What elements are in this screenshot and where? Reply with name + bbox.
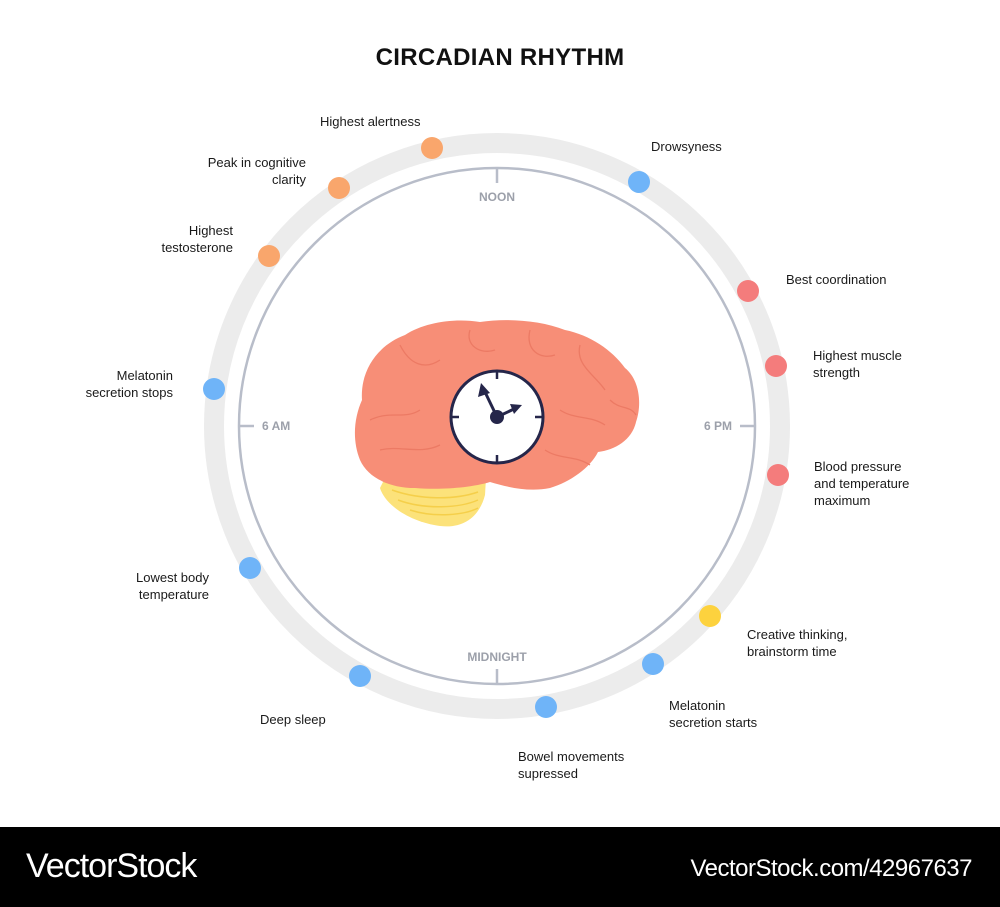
label-drowsyness: Drowsyness <box>651 138 722 155</box>
label-line: Melatonin <box>116 368 173 383</box>
dot-highest-alertness <box>421 137 443 159</box>
label-line: secretion starts <box>669 715 758 730</box>
dot-melatonin-starts <box>642 653 664 675</box>
label-lowest-body-temperature: Lowest body temperature <box>136 569 209 603</box>
dot-creative-thinking <box>699 605 721 627</box>
label-line: Lowest body <box>136 570 209 585</box>
page-title: CIRCADIAN RHYTHM <box>375 44 625 71</box>
dot-drowsyness <box>628 171 650 193</box>
noon-label: NOON <box>479 190 515 204</box>
label-peak-cognitive-clarity: Peak in cognitive clarity <box>208 154 306 188</box>
clock-icon <box>449 369 545 465</box>
label-line: supressed <box>518 766 578 781</box>
dot-highest-muscle-strength <box>765 355 787 377</box>
label-deep-sleep: Deep sleep <box>260 711 326 728</box>
label-highest-muscle-strength: Highest muscle strength <box>813 347 902 381</box>
label-bowel-movements: Bowel movements supressed <box>518 748 624 782</box>
label-line: and temperature <box>814 476 910 491</box>
label-line: strength <box>813 365 860 380</box>
label-melatonin-starts: Melatonin secretion starts <box>669 697 757 731</box>
label-line: Deep sleep <box>260 712 326 727</box>
label-line: Highest <box>188 223 233 238</box>
brand-logo: VectorStock <box>26 847 197 885</box>
label-line: Bowel movements <box>518 749 625 764</box>
six-am-label: 6 AM <box>262 419 290 433</box>
midnight-label: MIDNIGHT <box>467 650 527 664</box>
label-line: temperature <box>138 587 209 602</box>
dot-melatonin-stops <box>203 378 225 400</box>
label-highest-alertness: Highest alertness <box>320 113 420 130</box>
label-line: Peak in cognitive <box>207 155 306 170</box>
dot-best-coordination <box>737 280 759 302</box>
label-best-coordination: Best coordination <box>786 271 886 288</box>
dot-bowel-movements <box>535 696 557 718</box>
label-line: maximum <box>814 493 871 508</box>
label-line: brainstorm time <box>747 644 837 659</box>
label-line: clarity <box>272 172 306 187</box>
label-line: Creative thinking, <box>747 627 848 642</box>
circadian-clock-diagram: NOON MIDNIGHT 6 AM 6 PM <box>203 133 790 719</box>
label-line: testosterone <box>161 240 233 255</box>
label-line: Best coordination <box>786 272 887 287</box>
label-blood-pressure: Blood pressure and temperature maximum <box>814 458 909 509</box>
dot-highest-testosterone <box>258 245 280 267</box>
label-line: Melatonin <box>669 698 726 713</box>
outer-ring-band <box>204 133 790 719</box>
label-line: Highest alertness <box>320 114 421 129</box>
label-line: Highest muscle <box>813 348 902 363</box>
label-line: Drowsyness <box>651 139 722 154</box>
label-creative-thinking: Creative thinking, brainstorm time <box>747 626 847 660</box>
source-url: VectorStock.com/42967637 <box>690 855 972 882</box>
dot-blood-pressure <box>767 464 789 486</box>
label-highest-testosterone: Highest testosterone <box>161 222 233 256</box>
label-line: secretion stops <box>85 385 173 400</box>
dot-peak-cognitive-clarity <box>328 177 350 199</box>
watermark-footer: VectorStock VectorStock.com/42967637 <box>0 827 1000 907</box>
six-pm-label: 6 PM <box>704 419 732 433</box>
dot-deep-sleep <box>349 665 371 687</box>
dot-lowest-body-temperature <box>239 557 261 579</box>
label-melatonin-stops: Melatonin secretion stops <box>86 367 173 401</box>
label-line: Blood pressure <box>814 459 902 474</box>
